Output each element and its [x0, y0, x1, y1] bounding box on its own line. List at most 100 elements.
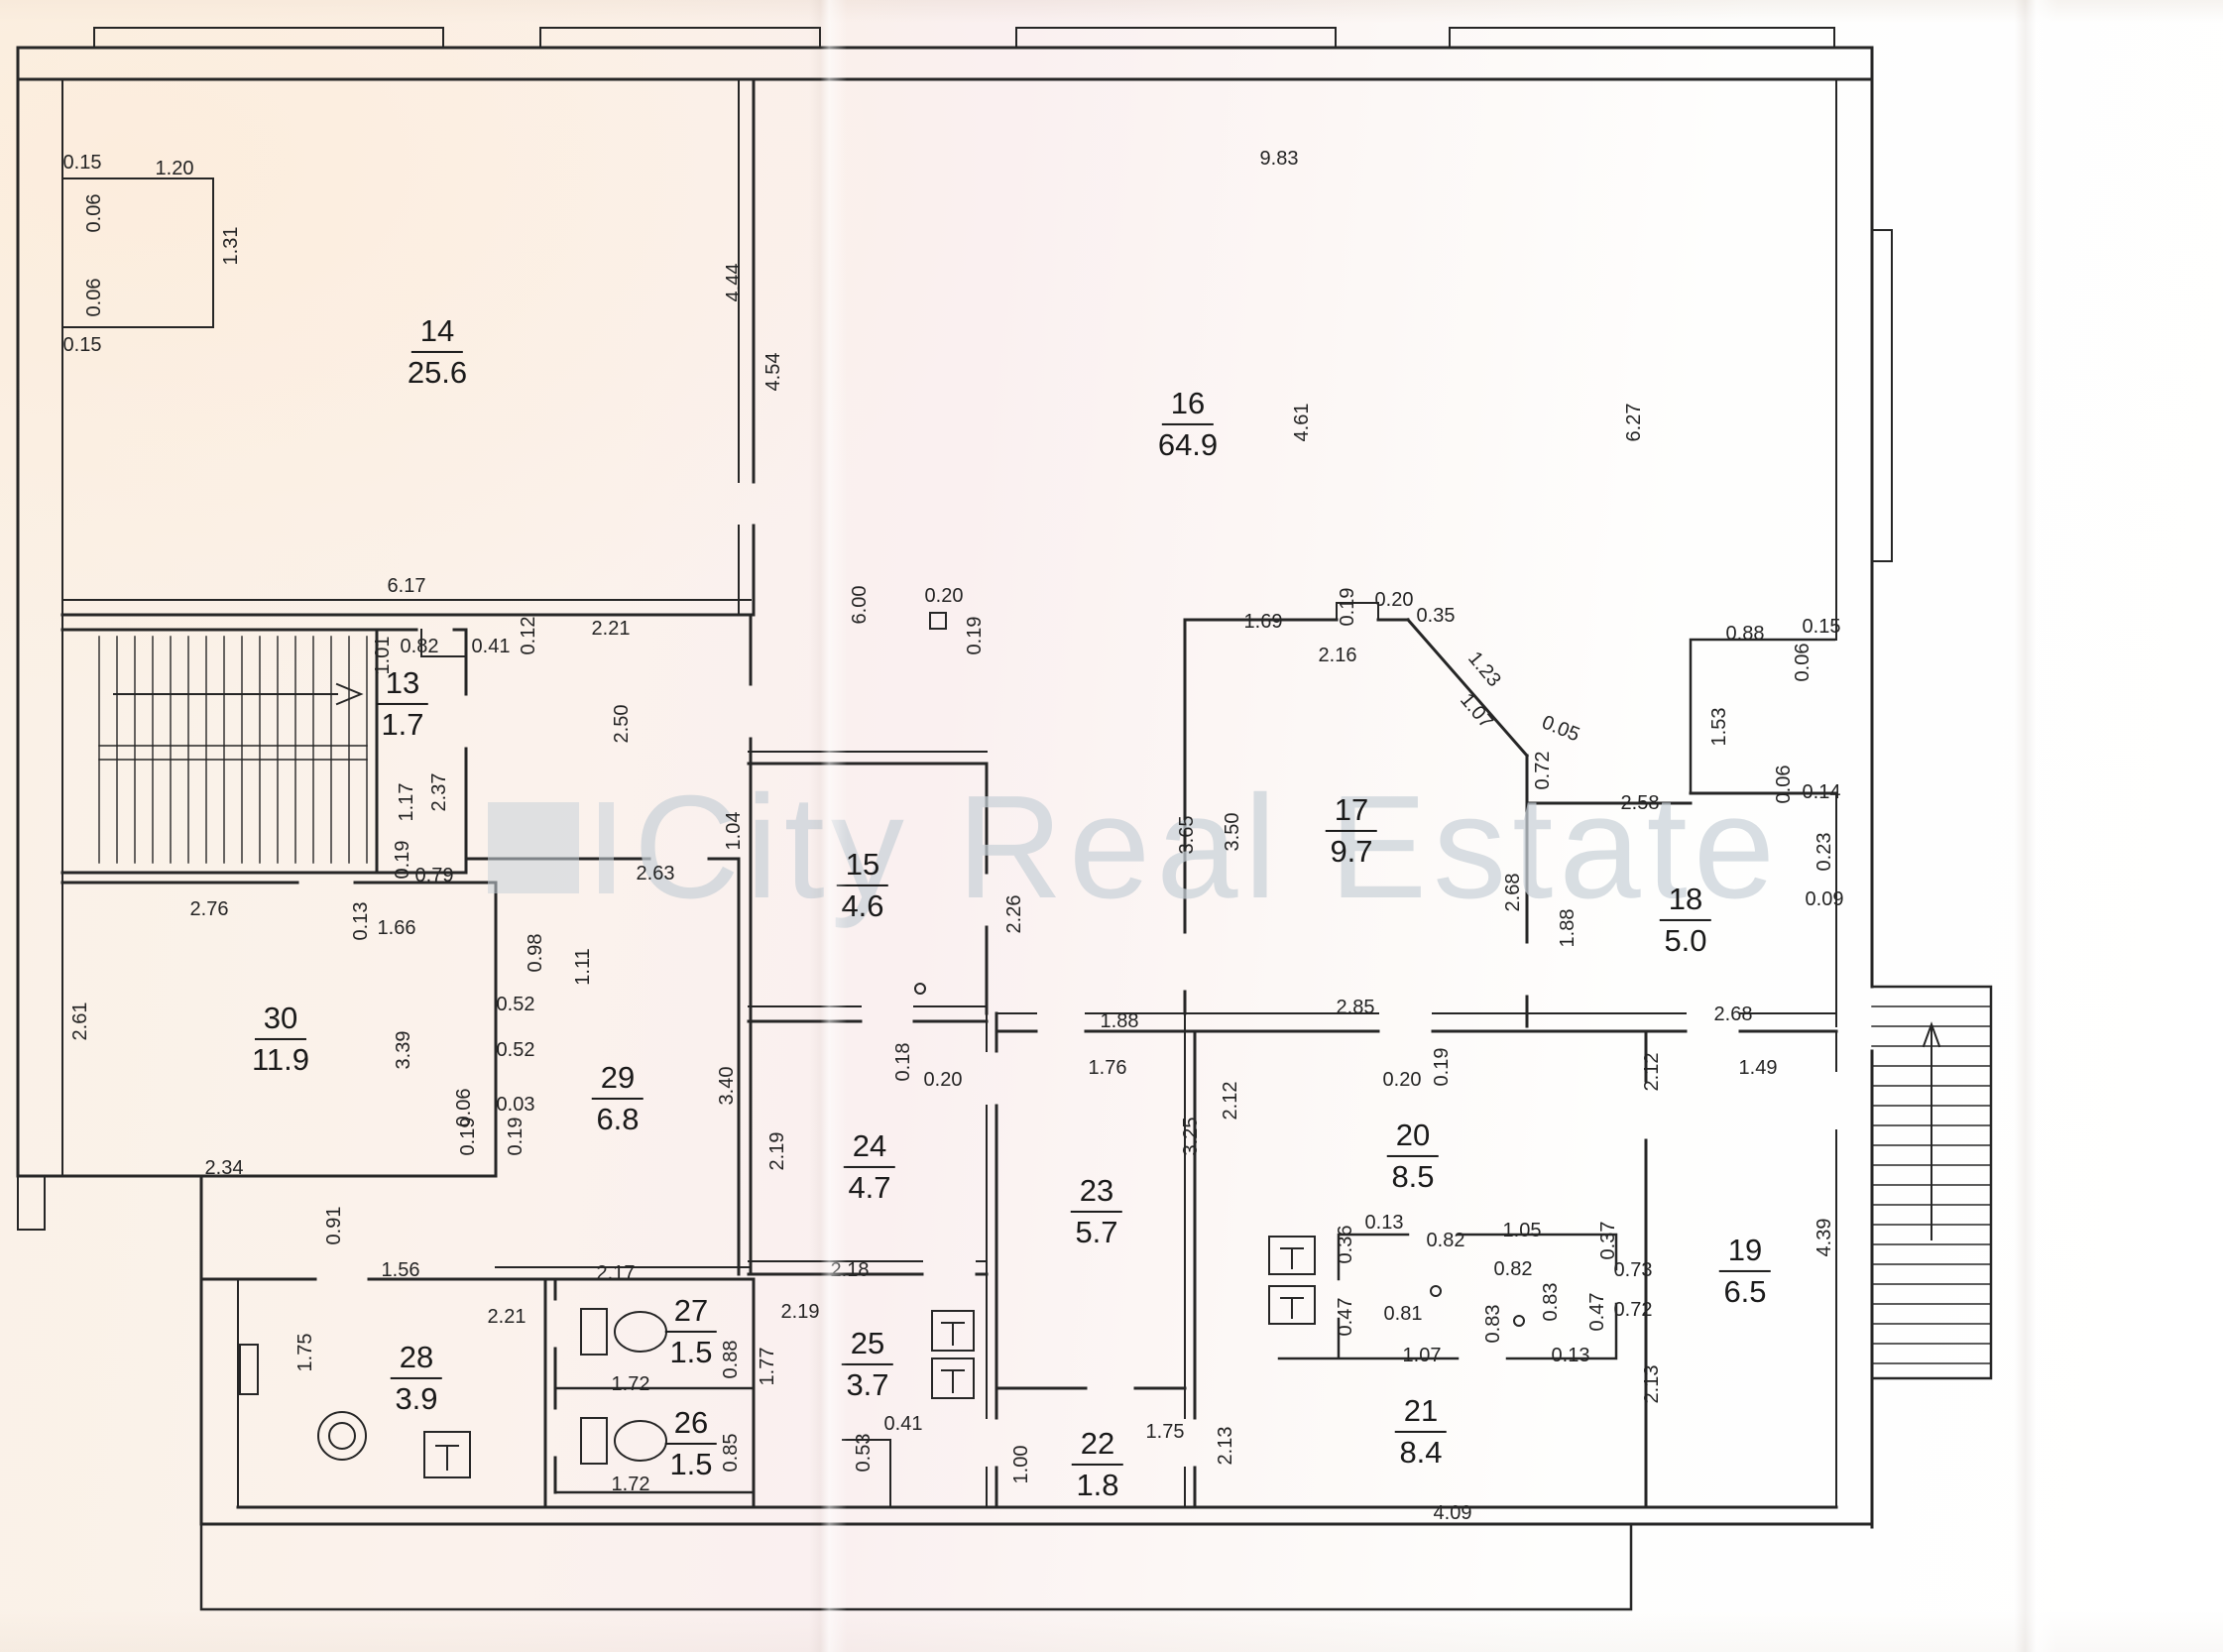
dimension-label: 2.37: [428, 772, 450, 812]
dimension-label: 0.20: [1382, 1069, 1422, 1091]
dimension-label: 2.68: [1713, 1003, 1753, 1025]
dimension-label: 0.52: [496, 994, 535, 1015]
dimension-label: 1.72: [611, 1474, 650, 1495]
door-knob-symbol: [1513, 1315, 1525, 1327]
dimension-label: 0.36: [1335, 1225, 1356, 1264]
dimension-label: 1.23: [1463, 648, 1505, 691]
room-number: 27: [664, 1294, 718, 1333]
dimension-label: 0.83: [1482, 1304, 1504, 1344]
room-number: 18: [1659, 883, 1712, 921]
dimension-label: 0.47: [1586, 1292, 1608, 1332]
dimension-label: 2.76: [189, 898, 229, 920]
dimension-label: 3.40: [716, 1066, 738, 1106]
dimension-label: 0.06: [1773, 765, 1795, 804]
dimension-label: 0.19: [457, 1117, 479, 1156]
dimension-label: 2.34: [204, 1157, 244, 1179]
toilet-icon: [580, 1308, 608, 1356]
dimension-label: 0.72: [1532, 751, 1554, 790]
dimension-label: 1.75: [294, 1333, 316, 1372]
room-number: 16: [1161, 387, 1215, 425]
dimension-label: 0.83: [1540, 1282, 1562, 1322]
stairs-direction-arrow-left: [113, 682, 364, 706]
dimension-label: 1.53: [1708, 707, 1730, 747]
dimension-label: 0.79: [414, 865, 454, 886]
dimension-label: 1.31: [220, 226, 242, 266]
dimension-label: 1.66: [377, 917, 416, 939]
dimension-label: 1.88: [1100, 1010, 1139, 1032]
room-area: 6.5: [1723, 1273, 1767, 1309]
dimension-label: 1.11: [572, 948, 594, 986]
dimension-label: 0.98: [525, 933, 546, 973]
room-area: 4.7: [848, 1169, 891, 1205]
dimension-label: 0.88: [720, 1340, 742, 1379]
dimension-label: 0.06: [1792, 643, 1814, 682]
dimension-label: 1.04: [723, 811, 745, 851]
fixture-symbols: [317, 983, 1525, 1478]
dimension-label: 0.81: [1383, 1303, 1423, 1325]
room-area: 1.5: [669, 1446, 713, 1481]
room-number: 21: [1394, 1394, 1448, 1433]
room-area: 6.8: [596, 1101, 640, 1136]
dimension-label: 2.68: [1502, 873, 1524, 912]
dimension-label: 2.18: [830, 1259, 870, 1281]
dimension-label: 3.65: [1176, 815, 1198, 855]
room-area: 3.7: [846, 1366, 889, 1402]
room-number: 25: [841, 1327, 894, 1365]
dimension-label: 1.72: [611, 1373, 650, 1395]
dimension-label: 1.07: [1402, 1345, 1442, 1366]
room-number: 23: [1070, 1174, 1123, 1213]
dimension-label: 0.72: [1613, 1299, 1653, 1321]
dimension-label: 0.13: [1551, 1345, 1590, 1366]
dimension-label: 0.15: [62, 152, 102, 174]
dimension-label: 1.00: [1010, 1445, 1032, 1484]
dimension-label: 0.14: [1802, 781, 1841, 803]
dimension-label: 2.12: [1641, 1052, 1663, 1092]
room-area: 1.5: [669, 1334, 713, 1369]
dimension-label: 1.49: [1738, 1057, 1778, 1079]
dimension-label: 2.19: [780, 1301, 820, 1323]
dimension-label: 0.06: [83, 278, 105, 317]
dimension-label: 0.18: [892, 1042, 914, 1082]
room-number: 30: [254, 1002, 307, 1040]
dimension-label: 2.13: [1215, 1426, 1236, 1466]
room-area: 1.7: [381, 706, 424, 742]
main-walls: [16, 46, 1874, 1529]
dimension-label: 0.47: [1335, 1297, 1356, 1337]
dimension-label: 0.82: [1493, 1258, 1533, 1280]
dimension-label: 1.69: [1243, 611, 1283, 633]
dimension-label: 6.00: [849, 585, 871, 625]
dimension-label: 2.13: [1641, 1364, 1663, 1404]
dimension-label: 2.85: [1336, 997, 1375, 1018]
dimension-label: 0.19: [1337, 587, 1358, 627]
toilet-icon: [580, 1417, 608, 1465]
dimension-label: 3.39: [393, 1030, 414, 1070]
watermark-logo-block: [488, 802, 579, 893]
room-number: 22: [1071, 1427, 1124, 1466]
radiator-symbol: [239, 1344, 259, 1395]
dimension-label: 0.20: [924, 585, 964, 607]
room-area: 8.5: [1391, 1158, 1435, 1194]
dimension-label: 0.82: [1426, 1230, 1465, 1251]
dimension-label: 2.17: [596, 1262, 636, 1284]
room-number: 29: [591, 1061, 644, 1100]
dimension-label: 0.03: [496, 1094, 535, 1116]
dimension-label: 0.19: [1431, 1047, 1453, 1087]
watermark-logo-bar: [599, 802, 614, 893]
room-number: 19: [1718, 1234, 1772, 1272]
room-number: 20: [1386, 1119, 1440, 1157]
room-number: 26: [664, 1406, 718, 1445]
dimension-label: 2.63: [636, 863, 675, 885]
dimension-label: 2.26: [1003, 894, 1025, 934]
room-area: 9.7: [1330, 833, 1373, 869]
dimension-label: 0.20: [923, 1069, 963, 1091]
stair-treads-left: [98, 636, 368, 864]
dimension-label: 2.50: [611, 704, 633, 744]
